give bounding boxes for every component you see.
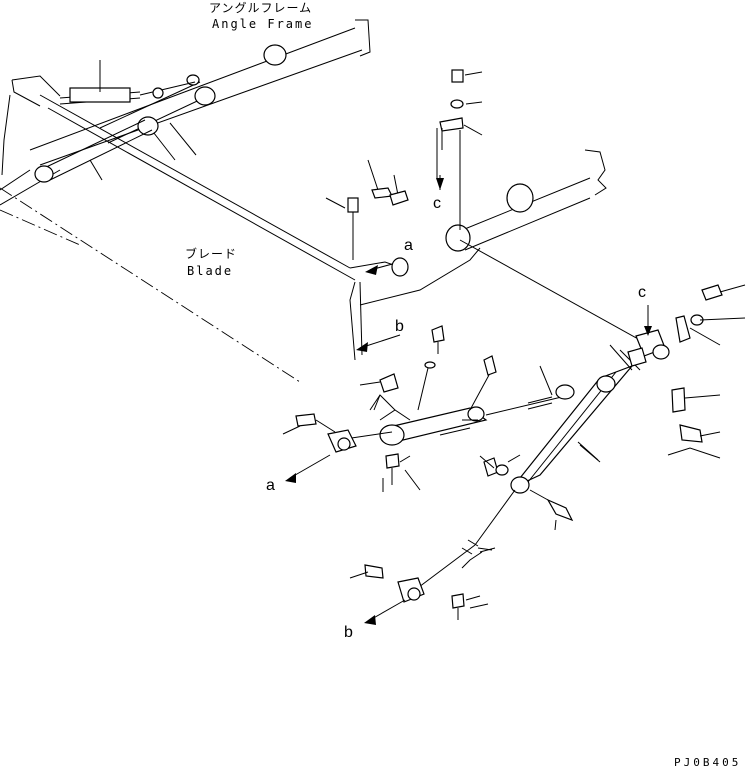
center-cylinder xyxy=(337,384,575,446)
upper-left-cylinder xyxy=(59,60,196,105)
clevis-b xyxy=(349,547,496,625)
left-arm xyxy=(34,119,153,183)
ref-c-right: c xyxy=(638,284,646,301)
blade-beam xyxy=(0,94,409,383)
leader-lines xyxy=(282,365,599,461)
blade-label-en: Blade xyxy=(187,264,233,278)
right-fasteners xyxy=(635,284,746,360)
ref-a-lower: a xyxy=(266,477,275,494)
grease-fittings xyxy=(359,325,497,411)
blade-label-jp: ブレード xyxy=(185,246,237,261)
angle-frame xyxy=(1,19,371,176)
nuts-washers xyxy=(479,454,574,531)
ref-c-upper: c xyxy=(433,195,441,212)
angle-frame-label-jp: アングルフレーム xyxy=(209,1,312,15)
right-frame xyxy=(359,149,607,306)
top-fasteners xyxy=(436,69,483,190)
angle-frame-label-en: Angle Frame xyxy=(212,17,313,31)
ref-b-upper: b xyxy=(395,318,404,335)
clevis-a xyxy=(285,413,421,492)
link-line-c xyxy=(459,239,641,341)
blade-pin-group xyxy=(325,159,409,352)
right-pins xyxy=(667,387,721,459)
ref-b-lower: b xyxy=(344,624,353,641)
ref-a-upper: a xyxy=(404,237,413,254)
diagonal-cylinder xyxy=(414,344,647,591)
drawing-code: PJ0B405 xyxy=(674,756,741,769)
